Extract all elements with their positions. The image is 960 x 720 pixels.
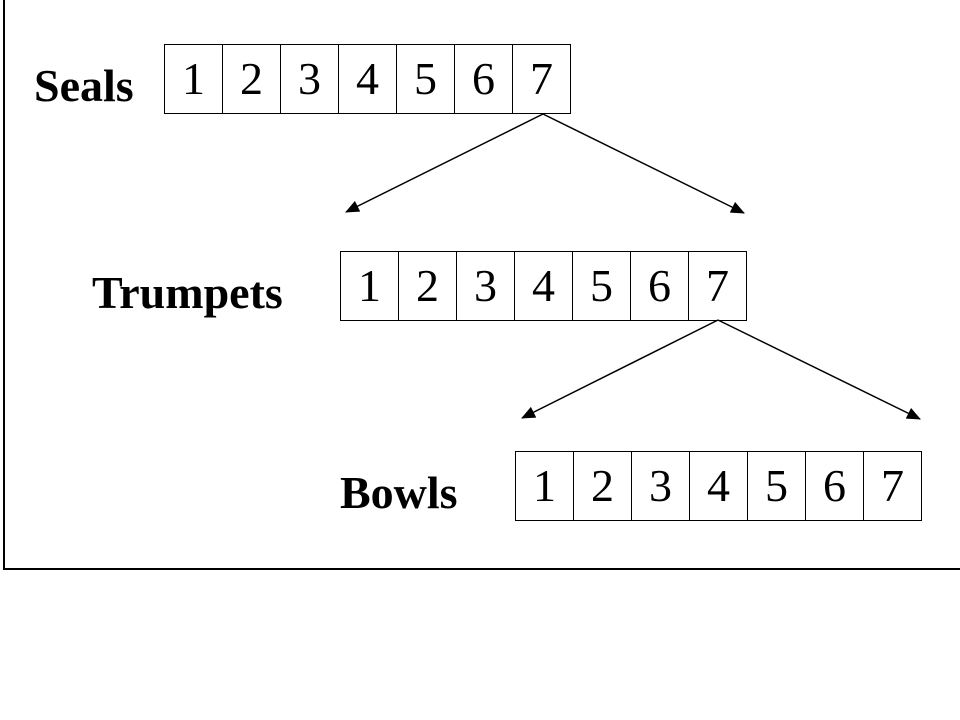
trumpets-cell-3: 3 — [457, 252, 515, 320]
seals-row: 1 2 3 4 5 6 7 — [164, 44, 571, 114]
seals-cell-5: 5 — [397, 45, 455, 113]
seals-cell-7: 7 — [513, 45, 571, 113]
bowls-label: Bowls — [340, 467, 458, 518]
bowls-cell-1: 1 — [516, 452, 574, 520]
bowls-cell-2: 2 — [574, 452, 632, 520]
trumpets-cell-1: 1 — [341, 252, 399, 320]
bowls-row: 1 2 3 4 5 6 7 — [515, 451, 922, 521]
arrow-trumpets-to-bowls-left — [521, 319, 719, 419]
bowls-cell-5: 5 — [748, 452, 806, 520]
seals-cell-3: 3 — [281, 45, 339, 113]
trumpets-label: Trumpets — [92, 267, 283, 318]
bowls-cell-3: 3 — [632, 452, 690, 520]
trumpets-row: 1 2 3 4 5 6 7 — [340, 251, 747, 321]
trumpets-cell-2: 2 — [399, 252, 457, 320]
bowls-cell-4: 4 — [690, 452, 748, 520]
arrow-seals-to-trumpets-left — [345, 113, 544, 213]
seals-cell-4: 4 — [339, 45, 397, 113]
seals-cell-1: 1 — [165, 45, 223, 113]
arrow-trumpets-to-bowls-right — [717, 319, 921, 420]
trumpets-cell-5: 5 — [573, 252, 631, 320]
bowls-cell-6: 6 — [806, 452, 864, 520]
seals-label: Seals — [34, 60, 134, 111]
trumpets-cell-6: 6 — [631, 252, 689, 320]
bowls-cell-7: 7 — [864, 452, 922, 520]
seals-cell-2: 2 — [223, 45, 281, 113]
diagram-frame — [3, 0, 960, 570]
trumpets-cell-7: 7 — [689, 252, 747, 320]
trumpets-cell-4: 4 — [515, 252, 573, 320]
seals-cell-6: 6 — [455, 45, 513, 113]
arrow-seals-to-trumpets-right — [542, 113, 745, 214]
